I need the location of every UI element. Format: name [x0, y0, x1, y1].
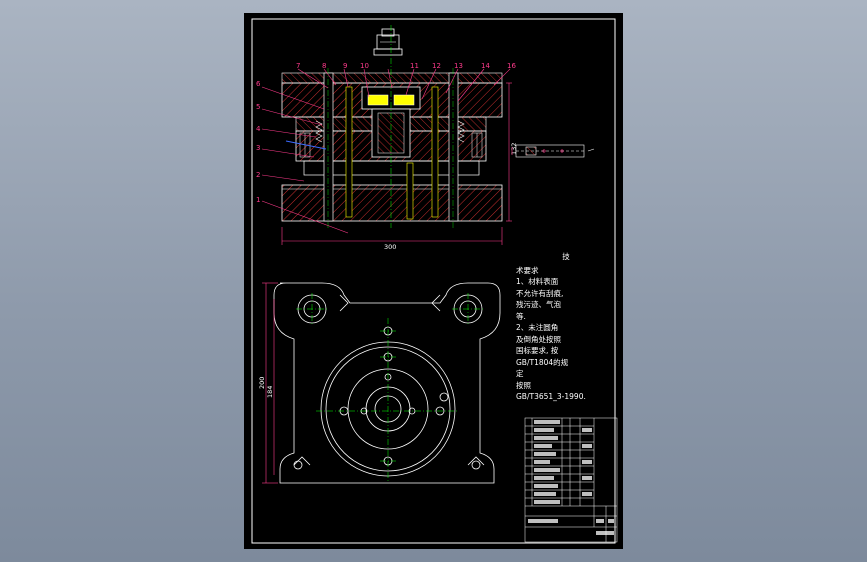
- note-line: 定: [516, 369, 524, 378]
- plan-centerlines: [296, 293, 484, 483]
- dim-plan-height: 200: [258, 377, 266, 389]
- part-label-3: 3: [256, 144, 260, 152]
- cad-drawing: 6 5 4 3 2 1 7 8 9 10 11 12 13 14 16 300 …: [251, 18, 618, 544]
- part-label-1: 1: [256, 196, 260, 204]
- drawing-border: [251, 18, 616, 544]
- note-line: GB/T1804的规: [516, 357, 569, 367]
- note-line: 等.: [516, 311, 526, 321]
- note-line: 2、未注圆角: [516, 323, 559, 332]
- title-block-fill: [528, 420, 614, 535]
- part-label-6: 6: [256, 80, 261, 88]
- part-label-8: 8: [322, 62, 326, 70]
- strip-detail: [511, 144, 595, 158]
- part-label-16: 16: [507, 62, 516, 70]
- part-label-7: 7: [296, 62, 300, 70]
- notes-title: 技: [562, 252, 570, 261]
- note-line: 残污迹、气泡: [516, 300, 561, 309]
- part-label-11: 11: [410, 62, 419, 70]
- part-label-2: 2: [256, 171, 260, 179]
- dim-overall-width: 300: [384, 243, 396, 251]
- drawing-sheet: 6 5 4 3 2 1 7 8 9 10 11 12 13 14 16 300 …: [244, 13, 623, 549]
- part-labels: 6 5 4 3 2 1 7 8 9 10 11 12 13 14 16: [256, 62, 516, 204]
- part-label-9: 9: [343, 62, 347, 70]
- note-line: 按照: [516, 380, 531, 390]
- title-block: [524, 417, 618, 543]
- note-line: GB/T3651_3-1990.: [516, 392, 586, 401]
- note-line: 不允许有刮痕,: [516, 288, 564, 298]
- part-label-14: 14: [481, 62, 490, 70]
- dim-section-height: 132: [510, 143, 518, 155]
- note-line: 1、材料表面: [516, 277, 559, 286]
- section-view: [281, 25, 512, 245]
- technical-notes: 技 术要求 1、材料表面 不允许有刮痕, 残污迹、气泡 等. 2、未注圆角 及倒…: [516, 251, 616, 403]
- part-label-13: 13: [454, 62, 463, 70]
- note-line: 及倒角处按照: [516, 334, 561, 344]
- part-label-5: 5: [256, 103, 260, 111]
- part-label-10: 10: [360, 62, 369, 70]
- note-line: 国标要求, 按: [516, 346, 559, 355]
- plan-view: [273, 282, 501, 484]
- leader-lines: [261, 68, 511, 234]
- dim-plan-inner-height: 184: [266, 386, 274, 398]
- part-label-4: 4: [256, 125, 261, 133]
- part-label-12: 12: [432, 62, 441, 70]
- note-line: 术要求: [516, 265, 539, 275]
